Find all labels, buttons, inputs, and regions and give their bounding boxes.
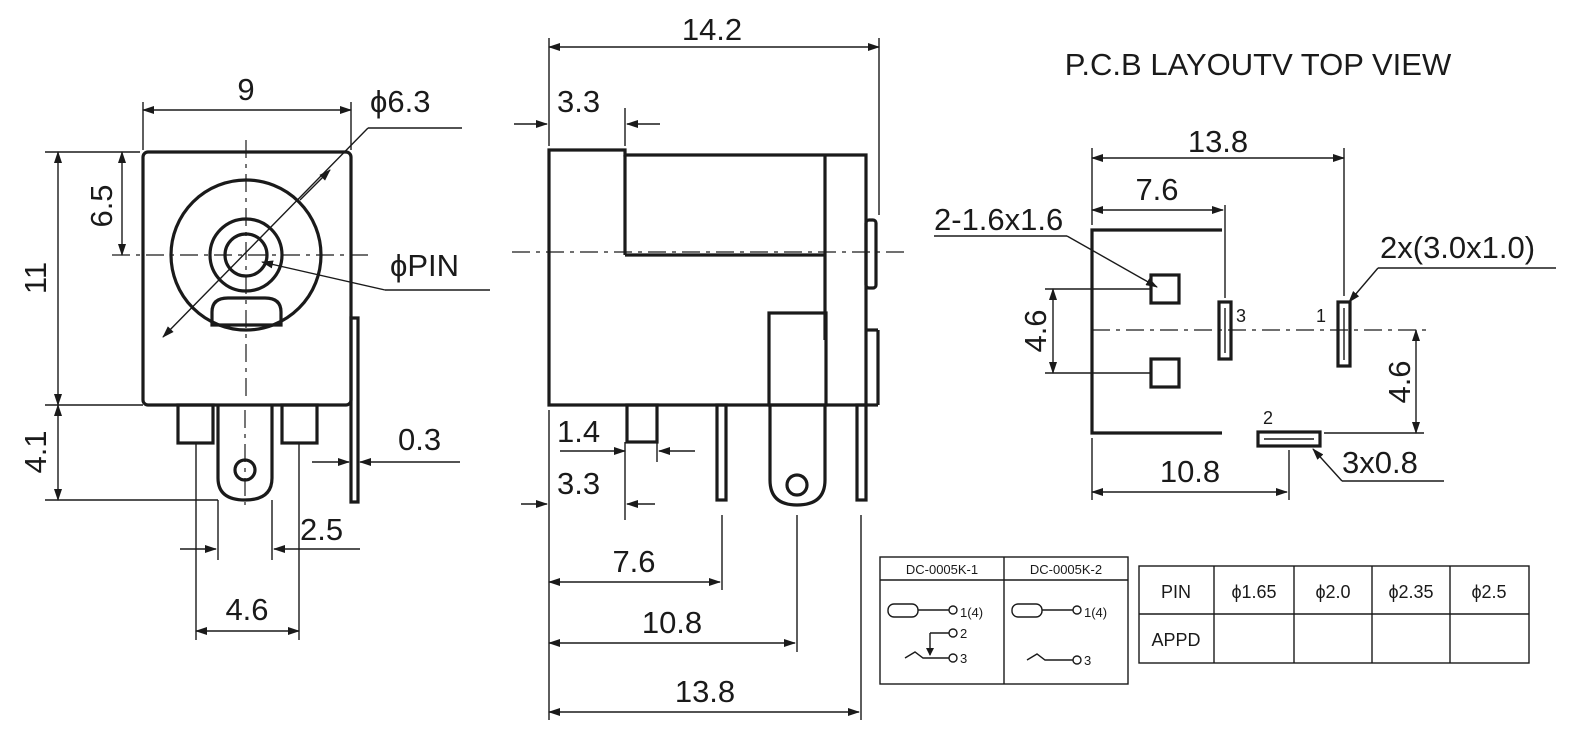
pcb-layout: P.C.B LAYOUTV TOP VIEW 3 1 2 13.8 7.6 2-… bbox=[934, 47, 1556, 500]
front-pin-right bbox=[280, 403, 319, 445]
pin-size-4: ϕ2.5 bbox=[1471, 582, 1506, 602]
k1-pin-1: 1(4) bbox=[960, 605, 983, 620]
side-view: 14.2 3.3 1.4 3.3 7.6 10.8 13.8 bbox=[512, 12, 905, 720]
k1-pin-3: 3 bbox=[960, 651, 967, 666]
pcb-dim-pin3: 7.6 bbox=[1135, 172, 1178, 207]
dim-center-height: 6.5 bbox=[84, 184, 119, 227]
spring-slot bbox=[210, 296, 283, 327]
side-pin-1 bbox=[625, 403, 659, 444]
k1-pin-2: 2 bbox=[960, 626, 967, 641]
pcb-dim-total: 13.8 bbox=[1188, 124, 1248, 159]
front-pin-center bbox=[216, 405, 274, 502]
pad-square-bottom bbox=[1149, 357, 1181, 389]
pad-slot-1 bbox=[1336, 300, 1352, 368]
circuit-header-k2: DC-0005K-2 bbox=[1030, 562, 1102, 577]
side-pin-3 bbox=[855, 403, 868, 502]
dim-hole-dia: ϕ6.3 bbox=[370, 84, 430, 119]
pcb-dim-square-spacing: 4.6 bbox=[1018, 309, 1053, 352]
front-body bbox=[141, 150, 353, 407]
k2-pin-3: 3 bbox=[1084, 653, 1091, 668]
front-view: 9 ϕ6.3 ϕPIN 6.5 11 4.1 0.3 2.5 bbox=[18, 72, 490, 640]
dim-pin1-offset: 3.3 bbox=[557, 466, 600, 501]
pin-size-1: ϕ1.65 bbox=[1231, 582, 1276, 602]
pin-label-3: 3 bbox=[1236, 306, 1246, 326]
dim-length: 14.2 bbox=[682, 12, 742, 47]
dim-body-height: 11 bbox=[18, 262, 53, 294]
dim-pin3-offset: 10.8 bbox=[642, 605, 702, 640]
side-plate bbox=[349, 316, 360, 504]
dim-plate-thickness: 0.3 bbox=[398, 422, 441, 457]
pcb-dim-pin2-x: 10.8 bbox=[1160, 454, 1220, 489]
pin-table-row-pin: PIN bbox=[1161, 582, 1191, 602]
dim-pin-dia: ϕPIN bbox=[390, 248, 459, 283]
pad-slot-2 bbox=[1256, 430, 1322, 448]
pin-label-1: 1 bbox=[1316, 306, 1326, 326]
front-pin-left bbox=[176, 403, 215, 445]
dim-pin-span: 13.8 bbox=[675, 674, 735, 709]
pin-table: PIN APPD ϕ1.65 ϕ2.0 ϕ2.35 ϕ2.5 bbox=[1138, 565, 1530, 664]
dim-pin-width: 2.5 bbox=[300, 512, 343, 547]
pcb-pin2-slot-size: 3x0.8 bbox=[1342, 445, 1418, 480]
pcb-title: P.C.B LAYOUTV TOP VIEW bbox=[1065, 47, 1452, 82]
side-pin-2 bbox=[715, 403, 728, 502]
pad-slot-3 bbox=[1217, 300, 1233, 361]
dim-width: 9 bbox=[237, 72, 254, 107]
dim-pin-length: 4.1 bbox=[18, 430, 53, 473]
pin-size-3: ϕ2.35 bbox=[1388, 582, 1433, 602]
pcb-dim-pin2-y: 4.6 bbox=[1382, 360, 1417, 403]
pin-size-2: ϕ2.0 bbox=[1315, 582, 1350, 602]
pcb-outline bbox=[1090, 228, 1222, 435]
circuit-table: DC-0005K-1 DC-0005K-2 1(4) 2 3 1(4) 3 bbox=[879, 556, 1129, 685]
rear-tab bbox=[864, 218, 878, 290]
k2-pin-1: 1(4) bbox=[1084, 605, 1107, 620]
circuit-header-k1: DC-0005K-1 bbox=[906, 562, 978, 577]
pcb-slot-size: 2x(3.0x1.0) bbox=[1380, 230, 1535, 265]
side-body bbox=[547, 148, 868, 407]
pin-table-row-appd: APPD bbox=[1151, 630, 1200, 650]
side-pin-tab bbox=[768, 405, 827, 507]
pin-housing bbox=[767, 311, 828, 407]
dim-front-step: 3.3 bbox=[557, 84, 600, 119]
pad-square-top bbox=[1149, 273, 1181, 305]
dim-pin-spacing: 4.6 bbox=[225, 592, 268, 627]
pcb-pad-square-size: 2-1.6x1.6 bbox=[934, 202, 1063, 237]
dim-pin2-offset: 7.6 bbox=[612, 544, 655, 579]
dim-side-pin-width: 1.4 bbox=[557, 414, 600, 449]
pin-label-2: 2 bbox=[1263, 408, 1273, 428]
